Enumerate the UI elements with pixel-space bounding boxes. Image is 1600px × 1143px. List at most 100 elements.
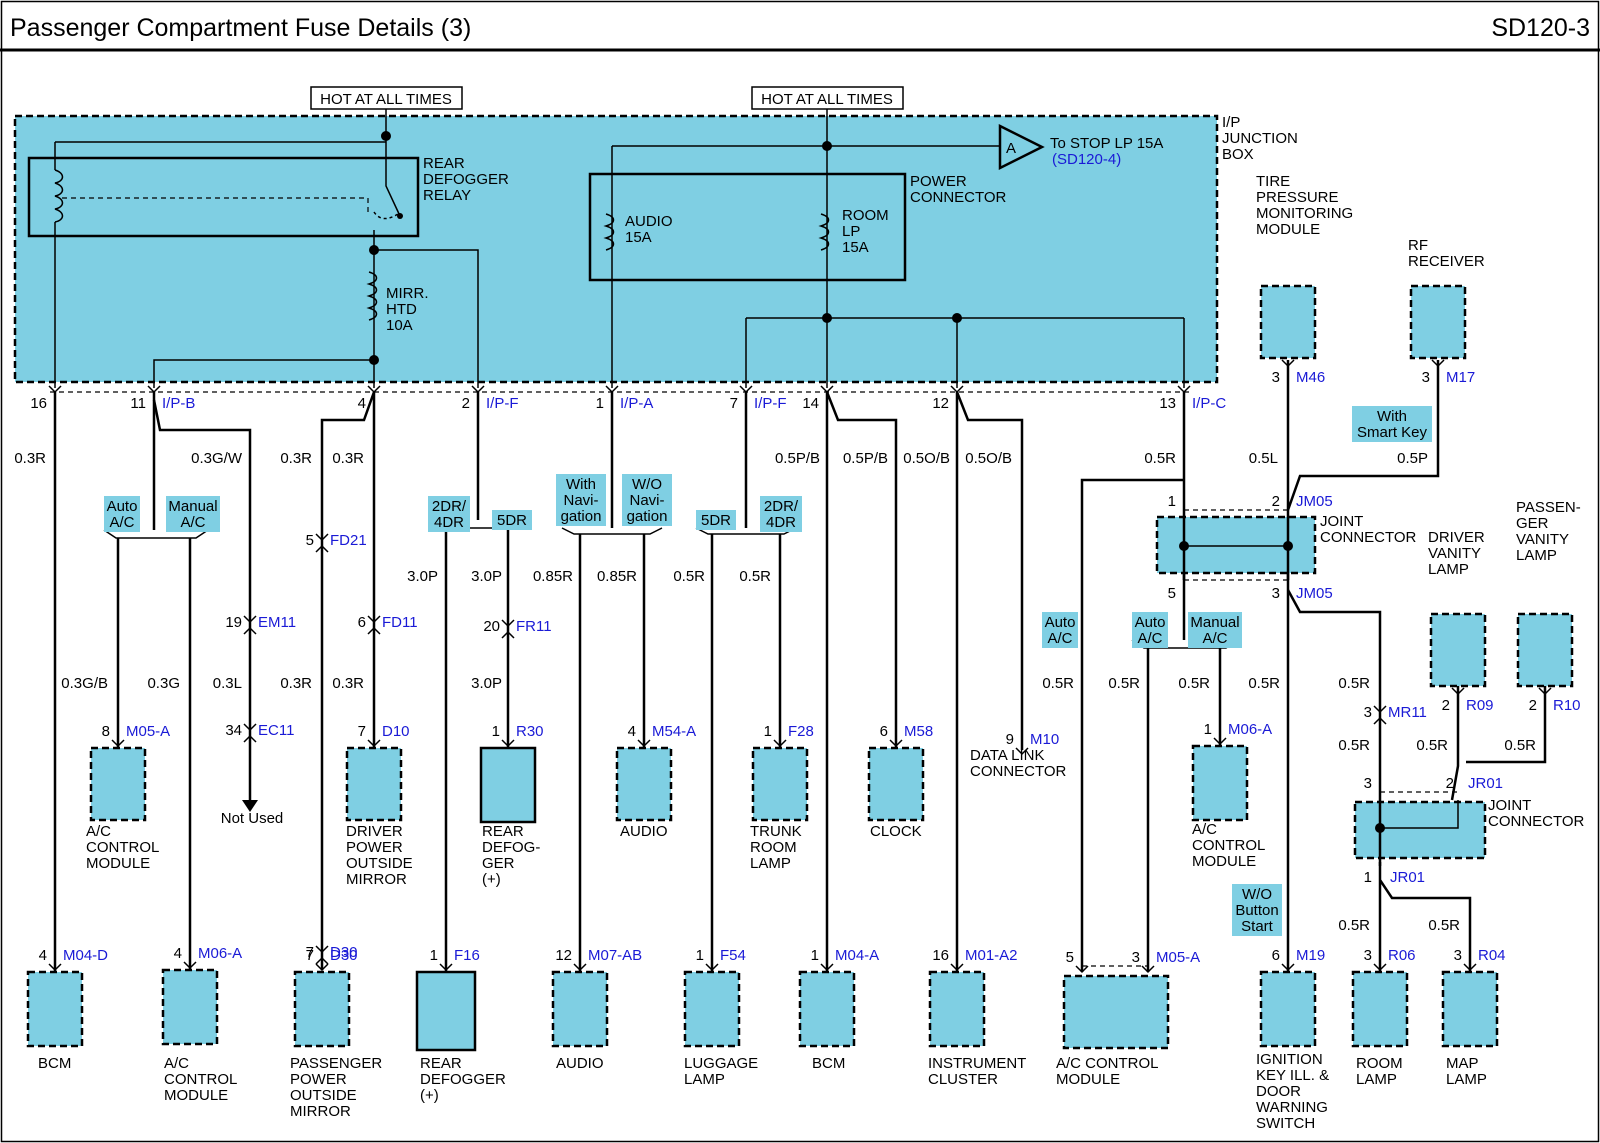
connector-chevron <box>773 739 787 748</box>
component-label: CONNECTOR <box>970 763 1067 780</box>
component-pin: 4 <box>39 947 47 964</box>
option-label-text: Auto <box>1045 614 1076 631</box>
option-label-box <box>104 496 140 532</box>
component-pin: 3 <box>1364 947 1372 964</box>
option-label-text: 4DR <box>434 514 464 531</box>
connector-chevron <box>501 739 515 748</box>
component-box <box>1441 970 1499 1048</box>
inline-connector-id: FD11 <box>382 614 418 631</box>
top-pin-number: 16 <box>30 395 47 412</box>
inline-connector-id: EM11 <box>258 614 296 631</box>
wire-lamp <box>710 392 782 972</box>
component-label: A/C <box>1192 821 1217 838</box>
connector-chevron <box>1015 747 1029 756</box>
inline-pin: 5 <box>306 532 314 549</box>
component-label: BCM <box>812 1055 845 1072</box>
wire-color-label: 0.5R <box>1428 917 1460 934</box>
junction-box-label-2: JUNCTION <box>1222 130 1298 147</box>
joint-jm05-label-1: JOINT <box>1320 513 1363 530</box>
component-pin: 4 <box>174 945 182 962</box>
option-label-box <box>622 474 672 526</box>
connector-chevron <box>439 963 453 972</box>
audio-feed <box>611 145 1000 388</box>
component-pin: 1 <box>492 723 500 740</box>
connector-chevron <box>243 615 257 624</box>
connector-chevron <box>573 963 587 972</box>
component-pin: 12 <box>555 947 572 964</box>
connector-chevron <box>315 963 329 972</box>
component-label: RECEIVER <box>1408 253 1485 270</box>
top-pin-connector: I/P-F <box>754 395 787 412</box>
component-label: PASSEN- <box>1516 499 1581 516</box>
room-fuse-shape <box>818 213 830 251</box>
wire-em <box>152 399 252 800</box>
fuse-room-label-2: LP <box>842 223 860 240</box>
component-label: AUDIO <box>556 1055 604 1072</box>
power-connector-label-1: POWER <box>910 173 967 190</box>
option-label-text: gation <box>561 508 602 525</box>
wire-color-label: 0.5R <box>673 568 705 585</box>
connector-chevron <box>183 961 197 970</box>
component-label: MODULE <box>1256 221 1320 238</box>
component-label: AUDIO <box>620 823 668 840</box>
option-label-box <box>696 510 736 530</box>
connector-chevron <box>243 734 257 743</box>
connector-chevron <box>637 739 651 748</box>
component-label: DEFOG- <box>482 839 540 856</box>
fuse-mirr-label-3: 10A <box>386 317 413 334</box>
component-connector-id: R06 <box>1388 947 1416 964</box>
connector-chevron <box>950 963 964 972</box>
top-pin-number: 2 <box>462 395 470 412</box>
component-label: RF <box>1408 237 1428 254</box>
component-label: IGNITION <box>1256 1051 1323 1068</box>
option-label-text: 5DR <box>701 512 731 529</box>
component-connector-id: M06-A <box>198 945 242 962</box>
inline-pin: 7 <box>306 944 314 961</box>
component-label: CLUSTER <box>928 1071 998 1088</box>
option-label-box <box>428 496 470 532</box>
component-connector-id: M05-A <box>1156 949 1200 966</box>
room-bus <box>745 317 1185 388</box>
junction-box-label-1: I/P <box>1222 114 1240 131</box>
component-pin: 5 <box>1066 949 1074 966</box>
component-label: MODULE <box>164 1087 228 1104</box>
component-box <box>26 970 84 1048</box>
component-box <box>751 746 809 822</box>
component-pin: 6 <box>880 723 888 740</box>
wire-color-label: 0.5R <box>1338 675 1370 692</box>
fuse-audio-label-2: 15A <box>625 229 652 246</box>
component-pin: 1 <box>764 723 772 740</box>
component-connector-id: M06-A <box>1228 721 1272 738</box>
option-label-text: 5DR <box>497 512 527 529</box>
wire-color-label: 0.85R <box>533 568 573 585</box>
connector-chevron <box>1281 359 1295 368</box>
connector-chevron <box>1281 963 1295 972</box>
component-label: CONTROL <box>86 839 159 856</box>
ip-junction-box <box>13 114 1219 384</box>
inline-pin: 6 <box>358 614 366 631</box>
wire-right <box>1286 360 1440 972</box>
connector-chevron <box>315 533 329 542</box>
audio-fuse-shape <box>603 213 615 251</box>
connector-chevron <box>48 963 62 972</box>
component-label: BCM <box>38 1055 71 1072</box>
joint-verticals <box>1182 510 1290 580</box>
connector-chevron <box>1075 965 1089 974</box>
wire-color-label: 3.0P <box>407 568 438 585</box>
wire-audio <box>578 392 646 972</box>
wire-bcm-clock <box>825 391 898 972</box>
component-connector-id: F28 <box>788 723 814 740</box>
option-label-text: 2DR/ <box>432 498 467 515</box>
wire-jm05 <box>1080 392 1186 972</box>
component-label: OUTSIDE <box>346 855 413 872</box>
component-pin: 6 <box>1272 947 1280 964</box>
component-connector-id: M17 <box>1446 369 1475 386</box>
component-label: CLOCK <box>870 823 922 840</box>
fuse-room-label-3: 15A <box>842 239 869 256</box>
top-pin-connector: I/P-F <box>486 395 519 412</box>
component-label: ROOM <box>750 839 797 856</box>
component-label: DEFOGGER <box>420 1071 506 1088</box>
stop-ref-link: (SD120-4) <box>1052 151 1121 168</box>
